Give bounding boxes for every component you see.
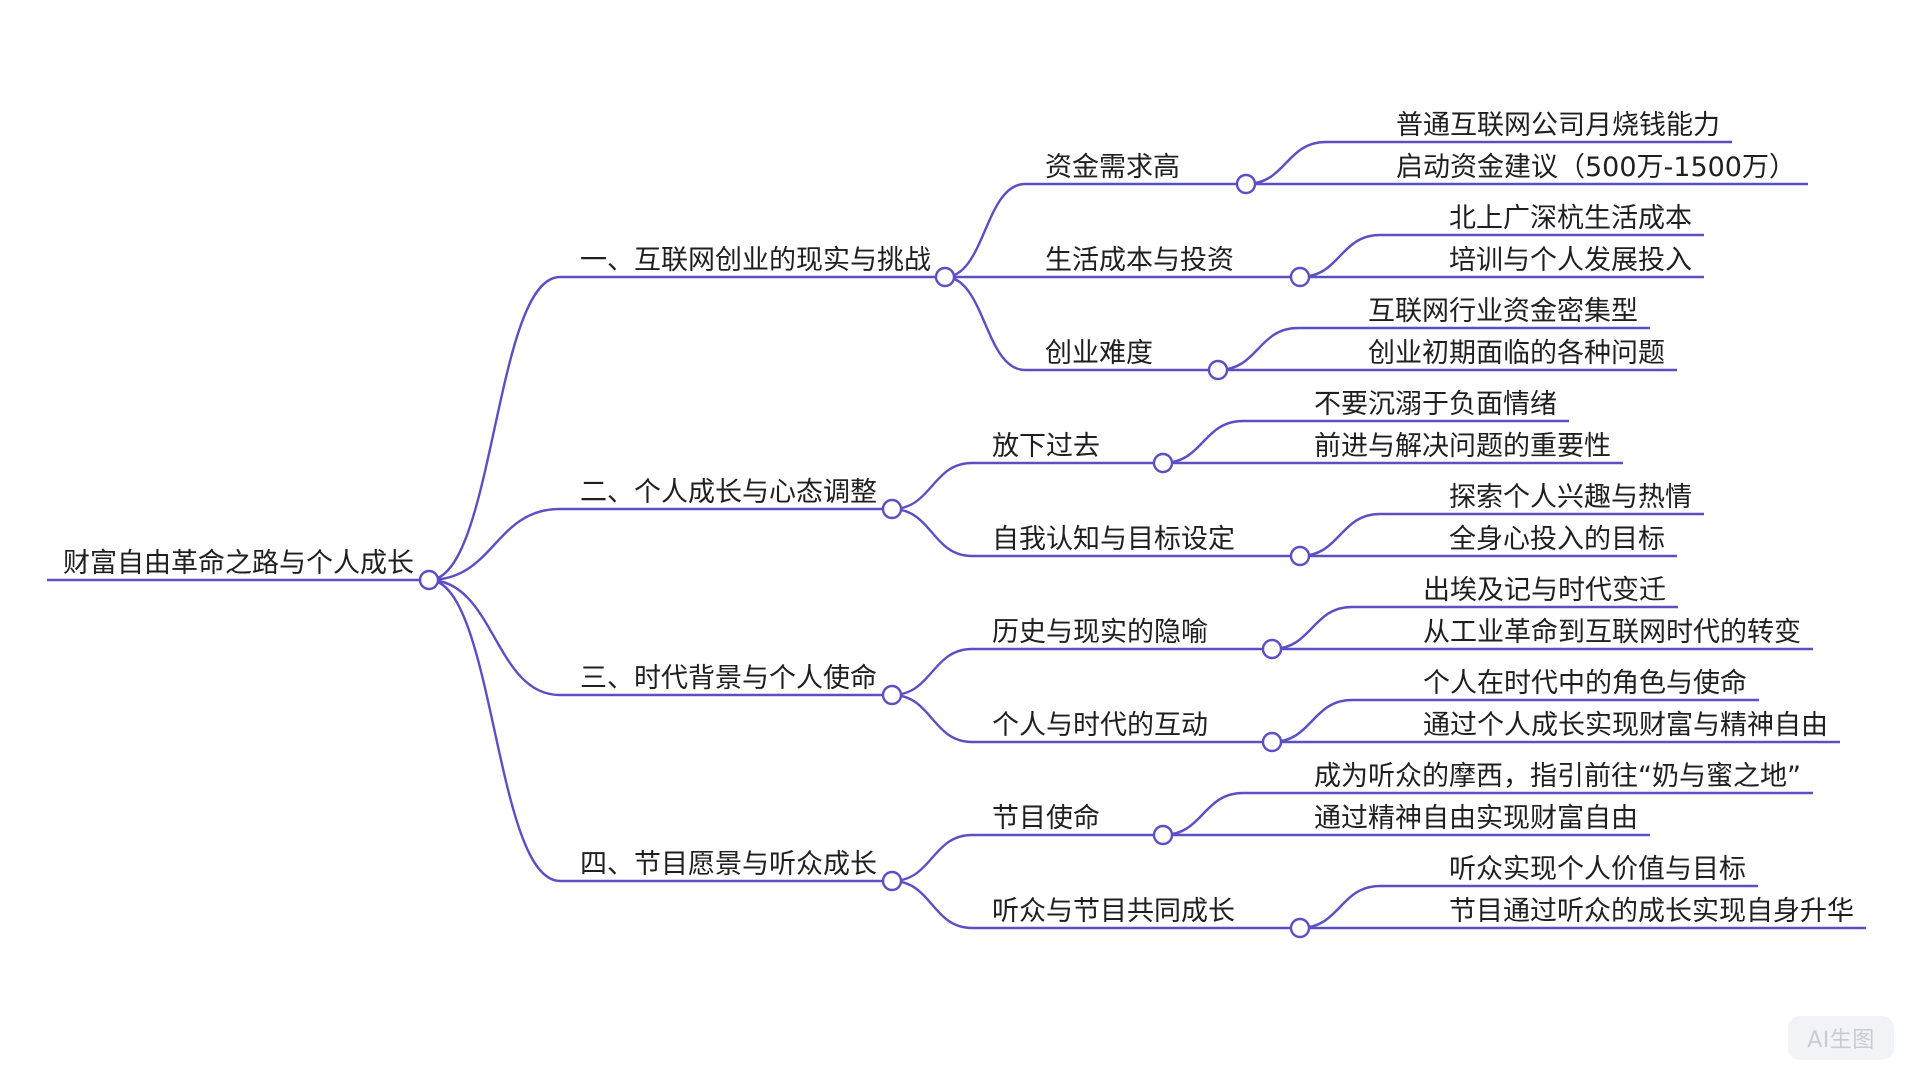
branch-node-circle[interactable] xyxy=(881,684,903,706)
mindmap-labels: 财富自由革命之路与个人成长 一、互联网创业的现实与挑战 资金需求高 普通互联网公司月烧… xyxy=(63,110,1854,927)
branch-node-circle[interactable] xyxy=(934,266,956,288)
edge-root-to-branch xyxy=(428,275,561,582)
edge-branch-to-subtopic xyxy=(891,647,973,697)
subtopic-node-circle[interactable] xyxy=(1235,173,1257,195)
subtopic: 个人与时代的互动 xyxy=(992,710,1208,741)
leaf-topic: 从工业革命到互联网时代的转变 xyxy=(1423,617,1801,648)
subtopic: 自我认知与目标设定 xyxy=(992,524,1235,555)
subtopic: 放下过去 xyxy=(992,431,1100,462)
edge-branch-to-subtopic xyxy=(891,693,973,744)
mindmap-edges xyxy=(428,140,1381,930)
leaf-topic: 培训与个人发展投入 xyxy=(1449,245,1692,276)
edge-subtopic-to-leaf xyxy=(1217,326,1299,372)
edge-subtopic-to-leaf xyxy=(1245,140,1327,186)
subtopic-node-circle[interactable] xyxy=(1289,917,1311,939)
subtopic-node-circle[interactable] xyxy=(1207,359,1229,381)
edge-subtopic-to-leaf xyxy=(1271,605,1353,651)
subtopic-node-circle[interactable] xyxy=(1261,638,1283,660)
subtopic: 资金需求高 xyxy=(1045,152,1180,183)
mindmap-nodes xyxy=(418,173,1311,939)
subtopic-node-circle[interactable] xyxy=(1289,545,1311,567)
root-topic: 财富自由革命之路与个人成长 xyxy=(63,548,414,579)
subtopic: 听众与节目共同成长 xyxy=(992,896,1235,927)
subtopic-node-circle[interactable] xyxy=(1152,452,1174,474)
subtopic-node-circle[interactable] xyxy=(1152,824,1174,846)
branch-topic: 三、时代背景与个人使命 xyxy=(580,663,877,694)
leaf-topic: 听众实现个人价值与目标 xyxy=(1449,854,1746,885)
leaf-topic: 全身心投入的目标 xyxy=(1449,524,1665,555)
edge-branch-to-subtopic xyxy=(944,182,1026,279)
edge-subtopic-to-leaf xyxy=(1162,791,1244,837)
mindmap-underlines xyxy=(47,140,1866,930)
leaf-topic: 出埃及记与时代变迁 xyxy=(1423,575,1666,606)
edge-subtopic-to-leaf xyxy=(1271,698,1353,744)
edge-branch-to-subtopic xyxy=(891,507,973,558)
edge-branch-to-subtopic xyxy=(944,275,1026,372)
branch-topic: 四、节目愿景与听众成长 xyxy=(580,849,877,880)
leaf-topic: 探索个人兴趣与热情 xyxy=(1449,482,1692,513)
leaf-topic: 个人在时代中的角色与使命 xyxy=(1423,668,1747,699)
edge-subtopic-to-leaf xyxy=(1162,419,1244,465)
subtopic: 历史与现实的隐喻 xyxy=(992,617,1208,648)
branch-topic: 二、个人成长与心态调整 xyxy=(580,477,877,508)
edge-branch-to-subtopic xyxy=(891,833,973,883)
subtopic: 创业难度 xyxy=(1045,338,1153,369)
root-node-circle[interactable] xyxy=(418,569,440,591)
leaf-topic: 互联网行业资金密集型 xyxy=(1368,296,1638,327)
subtopic: 生活成本与投资 xyxy=(1045,245,1234,276)
leaf-topic: 通过个人成长实现财富与精神自由 xyxy=(1423,710,1828,741)
edge-root-to-branch xyxy=(428,507,561,582)
subtopic-node-circle[interactable] xyxy=(1289,266,1311,288)
edge-branch-to-subtopic xyxy=(891,461,973,511)
edge-root-to-branch xyxy=(428,578,561,697)
leaf-topic: 节目通过听众的成长实现自身升华 xyxy=(1449,896,1854,927)
subtopic-node-circle[interactable] xyxy=(1261,731,1283,753)
edge-root-to-branch xyxy=(428,578,561,883)
branch-node-circle[interactable] xyxy=(881,498,903,520)
leaf-topic: 启动资金建议（500万-1500万） xyxy=(1396,152,1796,183)
leaf-topic: 成为听众的摩西，指引前往“奶与蜜之地” xyxy=(1314,761,1801,792)
leaf-topic: 创业初期面临的各种问题 xyxy=(1368,338,1665,369)
edge-subtopic-to-leaf xyxy=(1299,512,1381,558)
subtopic: 节目使命 xyxy=(992,803,1100,834)
leaf-topic: 普通互联网公司月烧钱能力 xyxy=(1396,110,1720,141)
leaf-topic: 不要沉溺于负面情绪 xyxy=(1314,389,1557,420)
edge-subtopic-to-leaf xyxy=(1299,884,1381,930)
branch-topic: 一、互联网创业的现实与挑战 xyxy=(580,245,931,276)
edge-subtopic-to-leaf xyxy=(1299,233,1381,279)
leaf-topic: 通过精神自由实现财富自由 xyxy=(1314,803,1638,834)
ai-generated-badge[interactable]: AI生图 xyxy=(1788,1016,1894,1060)
edge-branch-to-subtopic xyxy=(891,879,973,930)
leaf-topic: 前进与解决问题的重要性 xyxy=(1314,431,1611,462)
branch-node-circle[interactable] xyxy=(881,870,903,892)
leaf-topic: 北上广深杭生活成本 xyxy=(1449,203,1692,234)
